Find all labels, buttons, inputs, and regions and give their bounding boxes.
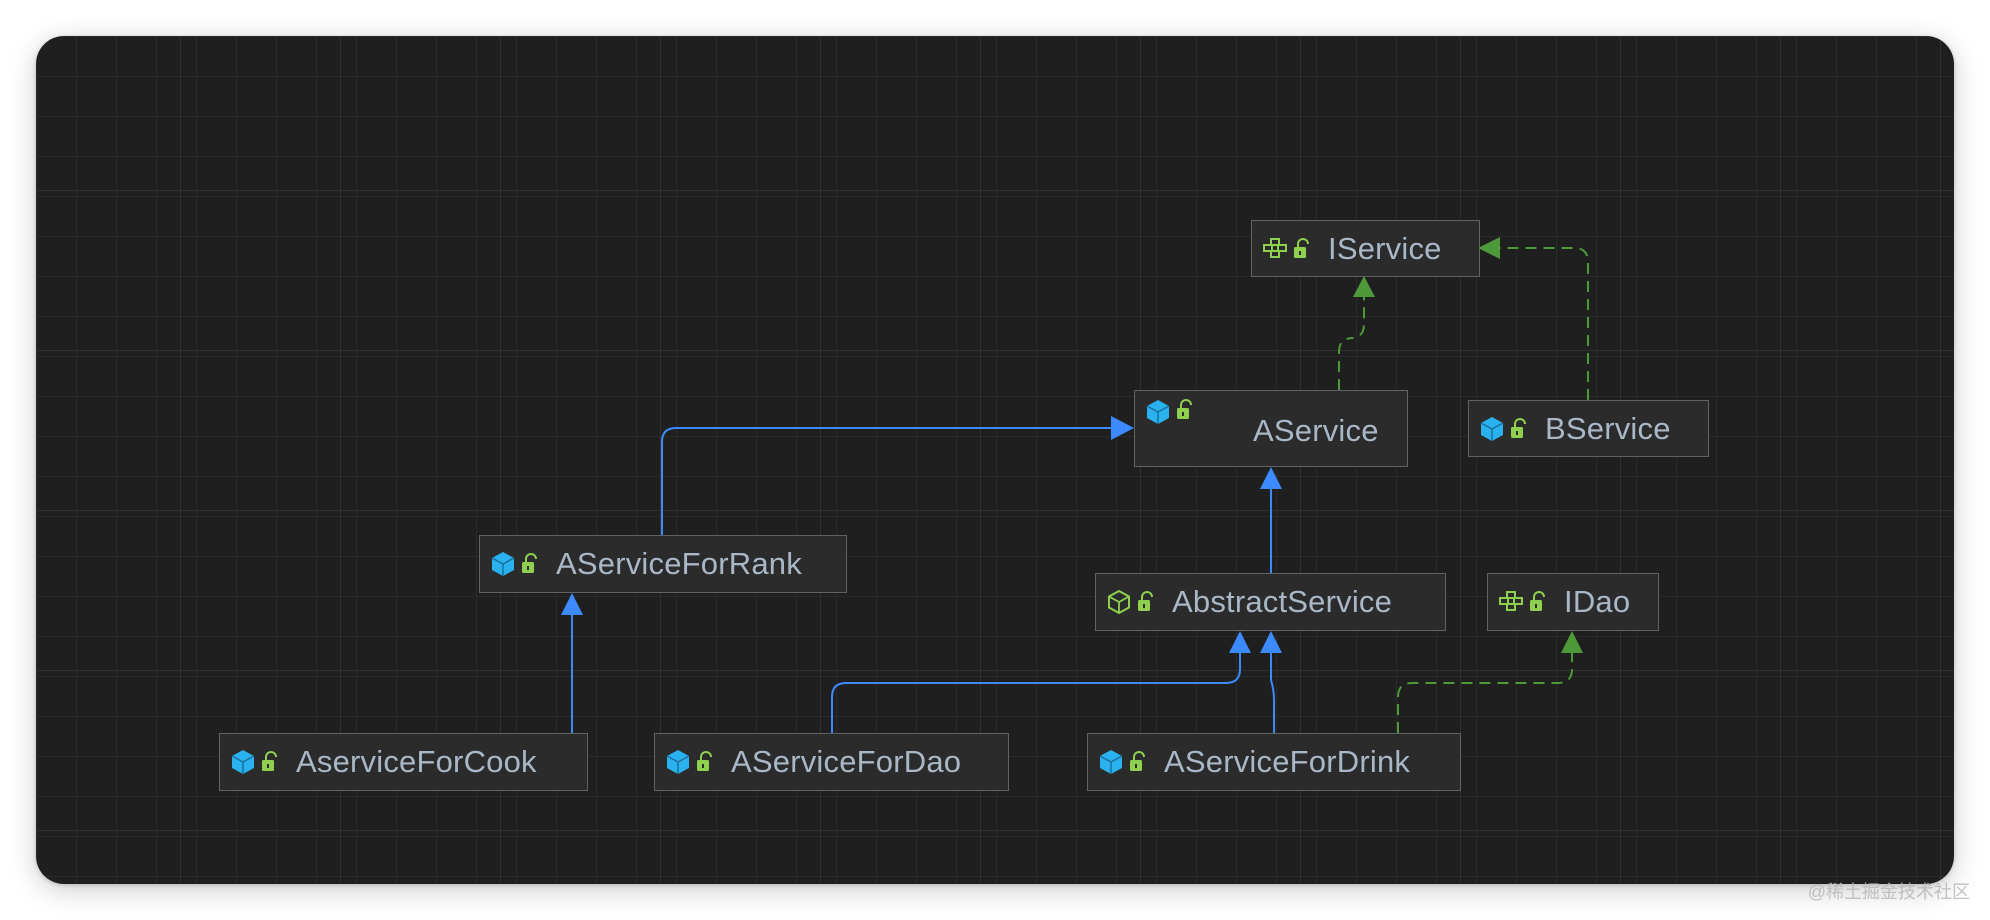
node-label: IService (1328, 230, 1442, 266)
node-aservice[interactable]: AService (1134, 390, 1408, 467)
unlocked-icon (260, 751, 280, 773)
node-label: AServiceForRank (556, 546, 802, 581)
node-aserviceforcook[interactable]: AserviceForCook (219, 733, 588, 791)
unlocked-icon (1528, 591, 1548, 613)
interface-icon (1262, 236, 1288, 262)
class-icon (665, 749, 691, 775)
watermark: @稀土掘金技术社区 (1807, 882, 1970, 902)
class-icon (1479, 416, 1505, 442)
class-icon (1098, 749, 1124, 775)
node-idao[interactable]: IDao (1487, 573, 1659, 631)
node-iservice[interactable]: IService (1251, 220, 1480, 277)
unlocked-icon (1136, 591, 1156, 613)
class-icon (230, 749, 256, 775)
unlocked-icon (520, 553, 540, 575)
node-label: IDao (1564, 584, 1631, 619)
unlocked-icon (1175, 399, 1195, 421)
node-label: AserviceForCook (296, 744, 537, 779)
node-aserviceforrank[interactable]: AServiceForRank (479, 535, 847, 593)
abstract-class-icon (1106, 589, 1132, 615)
interface-icon (1498, 589, 1524, 615)
unlocked-icon (1292, 237, 1312, 260)
unlocked-icon (1128, 751, 1148, 773)
node-label: AServiceForDrink (1164, 744, 1411, 779)
unlocked-icon (1509, 417, 1529, 440)
node-label: AbstractService (1172, 584, 1393, 619)
node-aservicefordao[interactable]: AServiceForDao (654, 733, 1009, 791)
class-icon (1145, 399, 1171, 425)
node-bservice[interactable]: BService (1468, 400, 1709, 457)
node-abstractservice[interactable]: AbstractService (1095, 573, 1446, 631)
unlocked-icon (695, 751, 715, 773)
node-label: AServiceForDao (731, 744, 962, 779)
node-aservicefordrink[interactable]: AServiceForDrink (1087, 733, 1461, 791)
node-label: AService (1253, 413, 1379, 448)
class-icon (490, 551, 516, 577)
node-label: BService (1545, 410, 1671, 446)
